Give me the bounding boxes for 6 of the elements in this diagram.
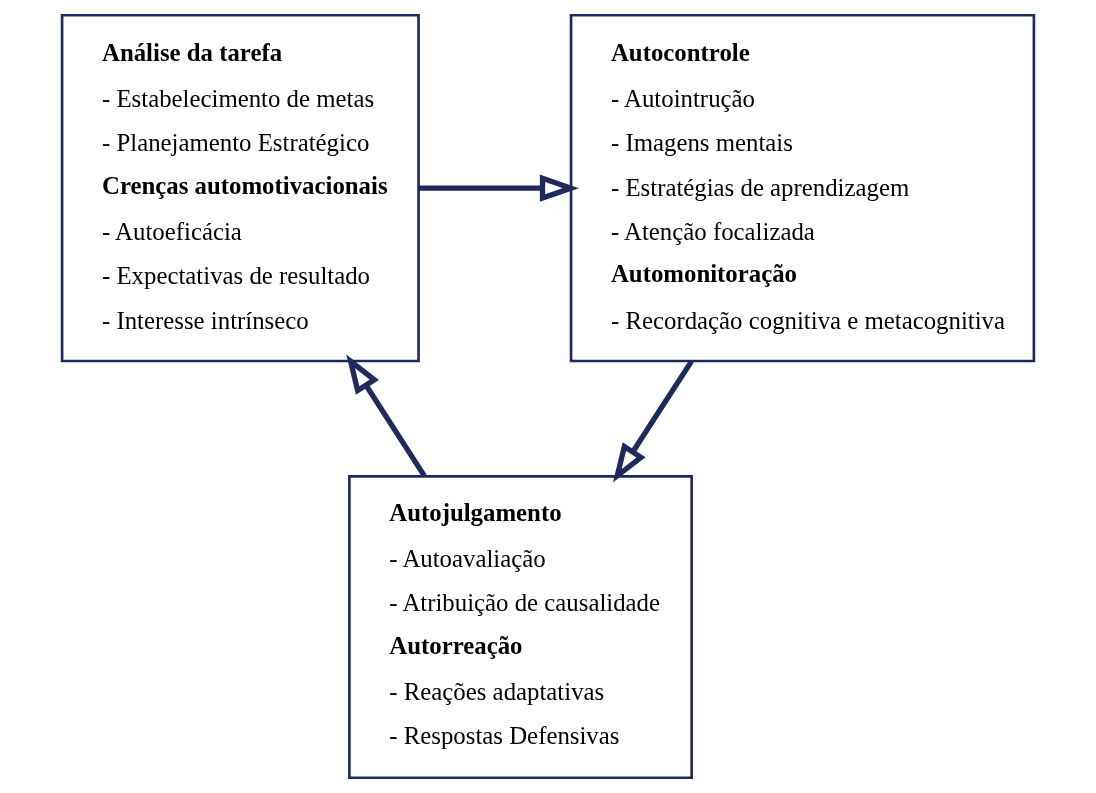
node-box: Autocontrole - Autointrução - Imagens mentais - Estratégias de aprendizagem - Atenção focalizada Automonitoração - Recordação cognitiva e metacognitiva <box>569 13 1036 363</box>
node-box: Análise da tarefa - Estabelecimento de metas - Planejamento Estratégico Crenças automotivacionais - Autoeficácia - Expectativas de resultado - Interesse intrínseco <box>60 13 420 363</box>
arrow <box>612 359 694 483</box>
arrow <box>418 174 579 202</box>
arrow <box>346 354 427 478</box>
node-box: Autojulgamento - Autoavaliação - Atribuição de causalidade Autorreação - Reações adaptativas - Respostas Defensivas <box>348 474 693 780</box>
